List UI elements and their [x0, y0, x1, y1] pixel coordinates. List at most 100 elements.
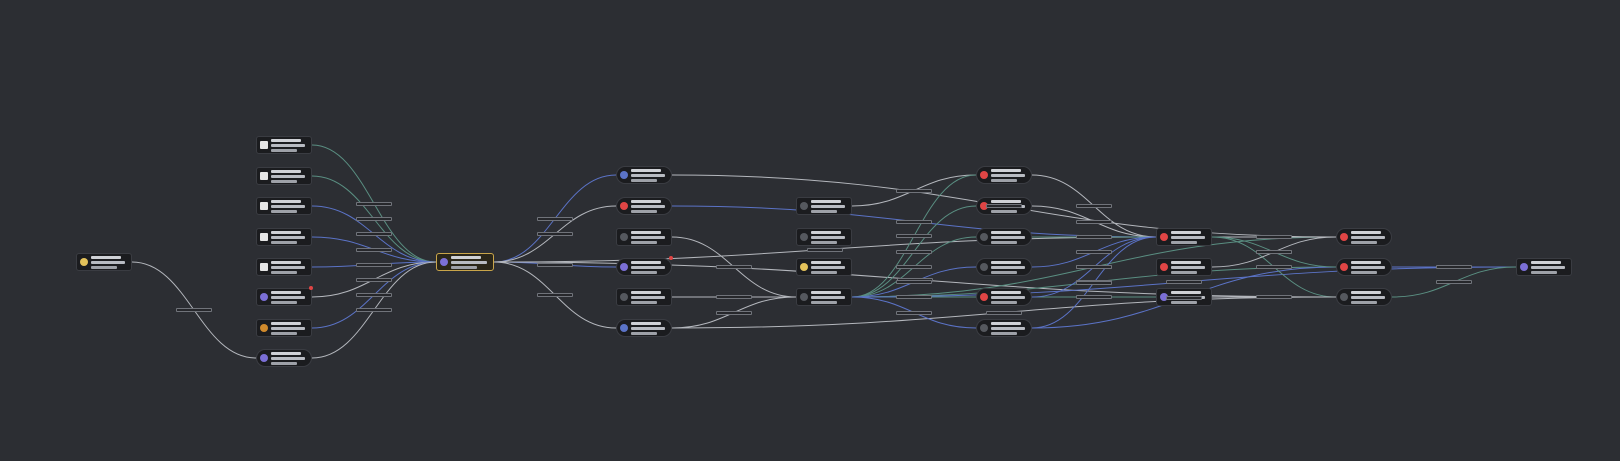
node-text-placeholder [271, 266, 305, 269]
node-text-placeholder [271, 205, 305, 208]
graph-node[interactable] [976, 319, 1032, 337]
red-circle-icon [620, 202, 628, 210]
node-text-placeholder [271, 236, 305, 239]
orange-circle-icon [260, 324, 268, 332]
dark-circle-icon [620, 233, 628, 241]
graph-node[interactable] [256, 167, 312, 185]
purple-circle-icon [1520, 263, 1528, 271]
node-text-placeholder [91, 266, 117, 269]
node-text-placeholder [451, 256, 481, 259]
red-circle-icon [1160, 263, 1168, 271]
graph-node[interactable] [76, 253, 132, 271]
node-text-placeholder [1171, 241, 1197, 244]
node-text-placeholder [1351, 266, 1385, 269]
graph-node[interactable] [616, 197, 672, 215]
red-circle-icon [980, 171, 988, 179]
graph-node[interactable] [796, 288, 852, 306]
node-text-placeholder [991, 210, 1017, 213]
edge-label [1256, 235, 1292, 239]
graph-node[interactable] [436, 253, 494, 271]
edge-label [896, 265, 932, 269]
node-text-placeholder [991, 291, 1021, 294]
node-text-placeholder [271, 261, 301, 264]
graph-node[interactable] [616, 256, 673, 276]
yellow-circle-icon [800, 263, 808, 271]
graph-node[interactable] [796, 228, 852, 246]
node-text-placeholder [1531, 261, 1561, 264]
node-text-placeholder [271, 241, 297, 244]
edge-label [896, 188, 932, 193]
white-square-icon [260, 263, 268, 271]
node-text-placeholder [991, 332, 1017, 335]
node-text-placeholder [1171, 261, 1201, 264]
dark-circle-icon [1340, 293, 1348, 301]
purple-circle-icon [1160, 293, 1168, 301]
node-text-placeholder [271, 301, 297, 304]
graph-node[interactable] [256, 197, 312, 215]
node-text-placeholder [991, 241, 1017, 244]
node-text-placeholder [271, 149, 297, 152]
edge-label [896, 219, 932, 224]
node-text-placeholder [631, 179, 657, 182]
node-text-placeholder [631, 174, 665, 177]
graph-node[interactable] [616, 228, 672, 246]
graph-node[interactable] [796, 258, 852, 276]
node-text-placeholder [631, 205, 665, 208]
edge-label [807, 247, 843, 252]
node-text-placeholder [631, 169, 661, 172]
edge-label [537, 232, 573, 236]
graph-node[interactable] [616, 319, 672, 337]
graph-node[interactable] [256, 136, 312, 154]
edge-label [176, 308, 212, 312]
graph-node[interactable] [616, 166, 672, 184]
graph-node[interactable] [1516, 258, 1572, 276]
graph-node[interactable] [1336, 228, 1392, 246]
node-text-placeholder [1171, 301, 1197, 304]
node-text-placeholder [991, 327, 1025, 330]
node-text-placeholder [451, 266, 477, 269]
node-text-placeholder [991, 236, 1025, 239]
edge-label [716, 265, 752, 269]
node-text-placeholder [631, 301, 657, 304]
graph-node[interactable] [976, 166, 1032, 184]
node-text-placeholder [631, 261, 661, 264]
alert-dot-icon [309, 286, 313, 290]
graph-node[interactable] [976, 228, 1032, 246]
node-text-placeholder [271, 352, 301, 355]
graph-node[interactable] [796, 197, 852, 215]
node-text-placeholder [631, 266, 665, 269]
graph-node[interactable] [1336, 258, 1392, 276]
edge-label [537, 262, 573, 267]
node-text-placeholder [271, 362, 297, 365]
graph-node[interactable] [256, 228, 312, 246]
node-text-placeholder [1531, 266, 1565, 269]
graph-node[interactable] [256, 286, 313, 306]
graph-node[interactable] [256, 258, 312, 276]
edge-label [1256, 250, 1292, 254]
node-text-placeholder [631, 322, 661, 325]
edge-label [356, 232, 392, 236]
node-text-placeholder [271, 357, 305, 360]
graph-node[interactable] [1336, 288, 1392, 306]
graph-node[interactable] [256, 349, 312, 367]
node-text-placeholder [631, 271, 657, 274]
graph-node[interactable] [1156, 258, 1212, 276]
node-text-placeholder [1171, 291, 1201, 294]
edge-label [986, 310, 1022, 315]
node-text-placeholder [631, 332, 657, 335]
node-text-placeholder [271, 180, 297, 183]
dark-circle-icon [980, 233, 988, 241]
red-circle-icon [980, 202, 988, 210]
graph-node[interactable] [976, 258, 1032, 276]
node-text-placeholder [271, 175, 305, 178]
node-text-placeholder [811, 271, 837, 274]
node-text-placeholder [271, 271, 297, 274]
graph-node[interactable] [256, 319, 312, 337]
node-text-placeholder [631, 291, 661, 294]
node-text-placeholder [91, 256, 121, 259]
graph-node[interactable] [616, 288, 672, 306]
purple-circle-icon [620, 263, 628, 271]
graph-node[interactable] [1156, 228, 1212, 246]
graph-node[interactable] [976, 288, 1032, 306]
